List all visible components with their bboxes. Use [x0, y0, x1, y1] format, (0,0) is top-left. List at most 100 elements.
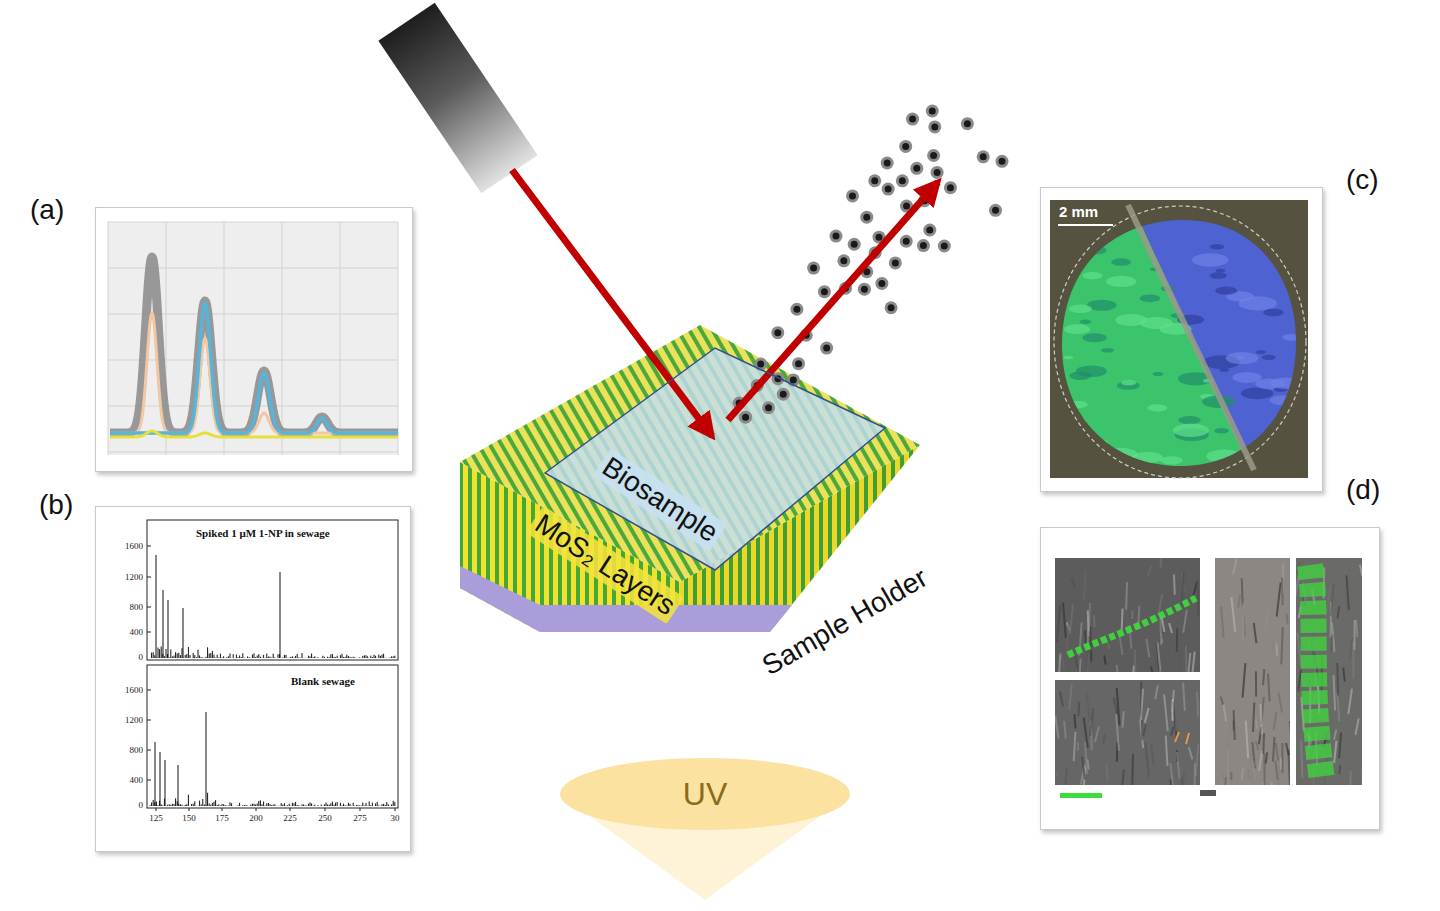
tissue-texture [1102, 448, 1138, 462]
peak [166, 649, 167, 658]
peak [218, 657, 219, 659]
peak [225, 657, 226, 658]
peak [294, 803, 295, 806]
peak [348, 656, 349, 658]
peak [281, 657, 282, 658]
trace [110, 257, 398, 433]
peak [359, 805, 360, 806]
trace [110, 303, 398, 433]
peak [180, 655, 181, 658]
peak [188, 647, 189, 658]
peak [300, 657, 301, 658]
peak [155, 742, 156, 806]
peak [151, 653, 152, 658]
peak [172, 656, 173, 658]
peak [186, 654, 187, 658]
ion [881, 157, 894, 170]
panel-letter: (b) [39, 489, 73, 521]
ion [762, 401, 775, 414]
peak [388, 657, 389, 658]
peak [369, 801, 370, 806]
spectrum-title: Spiked 1 μM 1-NP in sewage [196, 527, 330, 540]
tissue-texture [1206, 450, 1241, 463]
peak [354, 805, 355, 806]
peak [335, 657, 336, 659]
peak [359, 657, 360, 659]
peak [271, 805, 272, 807]
peak [183, 608, 184, 658]
tissue-texture [1276, 255, 1300, 264]
peak [204, 805, 205, 806]
peak [276, 657, 277, 658]
tissue-texture [1239, 220, 1275, 233]
peak [174, 656, 175, 658]
axis-tick: 125 [149, 813, 163, 823]
peak [308, 804, 309, 806]
ion [926, 105, 939, 118]
peak [162, 805, 163, 807]
peak [242, 805, 243, 807]
peak [199, 801, 200, 806]
tissue-texture [1069, 304, 1092, 313]
ion [889, 256, 902, 269]
peak [150, 805, 151, 807]
peak [194, 655, 195, 658]
peak [316, 805, 317, 806]
peak [316, 657, 317, 658]
peak [375, 656, 376, 658]
peak [311, 803, 312, 806]
peak [327, 804, 328, 806]
peak [340, 803, 341, 806]
peak [244, 657, 245, 658]
peak [330, 654, 331, 658]
ion [860, 211, 873, 224]
ion [792, 357, 805, 370]
axis-tick: 1600 [125, 685, 143, 695]
desorption-arrow [728, 182, 938, 420]
peak [263, 655, 264, 658]
peak [172, 804, 173, 806]
peak [350, 657, 351, 658]
peak [260, 657, 261, 658]
peak [268, 803, 269, 806]
peak [342, 654, 343, 658]
tissue-texture [1140, 294, 1161, 302]
peak [385, 805, 386, 806]
peak [319, 657, 320, 658]
peak [230, 653, 231, 658]
peak [391, 656, 392, 658]
peak [266, 803, 267, 806]
peak [191, 804, 192, 806]
peak [247, 656, 248, 658]
peak [209, 803, 210, 806]
peak [222, 657, 223, 658]
peak [334, 805, 335, 806]
peak [327, 657, 328, 658]
peak [332, 802, 333, 806]
peak [393, 801, 394, 806]
peak [324, 657, 325, 658]
peak [265, 805, 266, 806]
peak [366, 655, 367, 658]
peak [319, 805, 320, 806]
tissue-texture [1070, 242, 1100, 253]
peak [380, 656, 381, 658]
image-panel: (d) [1040, 527, 1380, 830]
peak [196, 805, 197, 806]
peak [279, 805, 280, 806]
tissue-texture [1082, 333, 1106, 342]
tissue-texture [1064, 324, 1090, 334]
panel-ground [95, 506, 411, 852]
peak [188, 795, 189, 806]
mos2-stack [460, 325, 920, 632]
peak [255, 657, 256, 659]
peak [280, 572, 281, 658]
peak [335, 803, 336, 806]
peak [263, 801, 264, 806]
peak [362, 802, 363, 806]
peak [201, 657, 202, 659]
peak [153, 800, 154, 806]
peak [154, 655, 155, 658]
ion [928, 120, 941, 133]
tissue-texture [1106, 276, 1136, 287]
